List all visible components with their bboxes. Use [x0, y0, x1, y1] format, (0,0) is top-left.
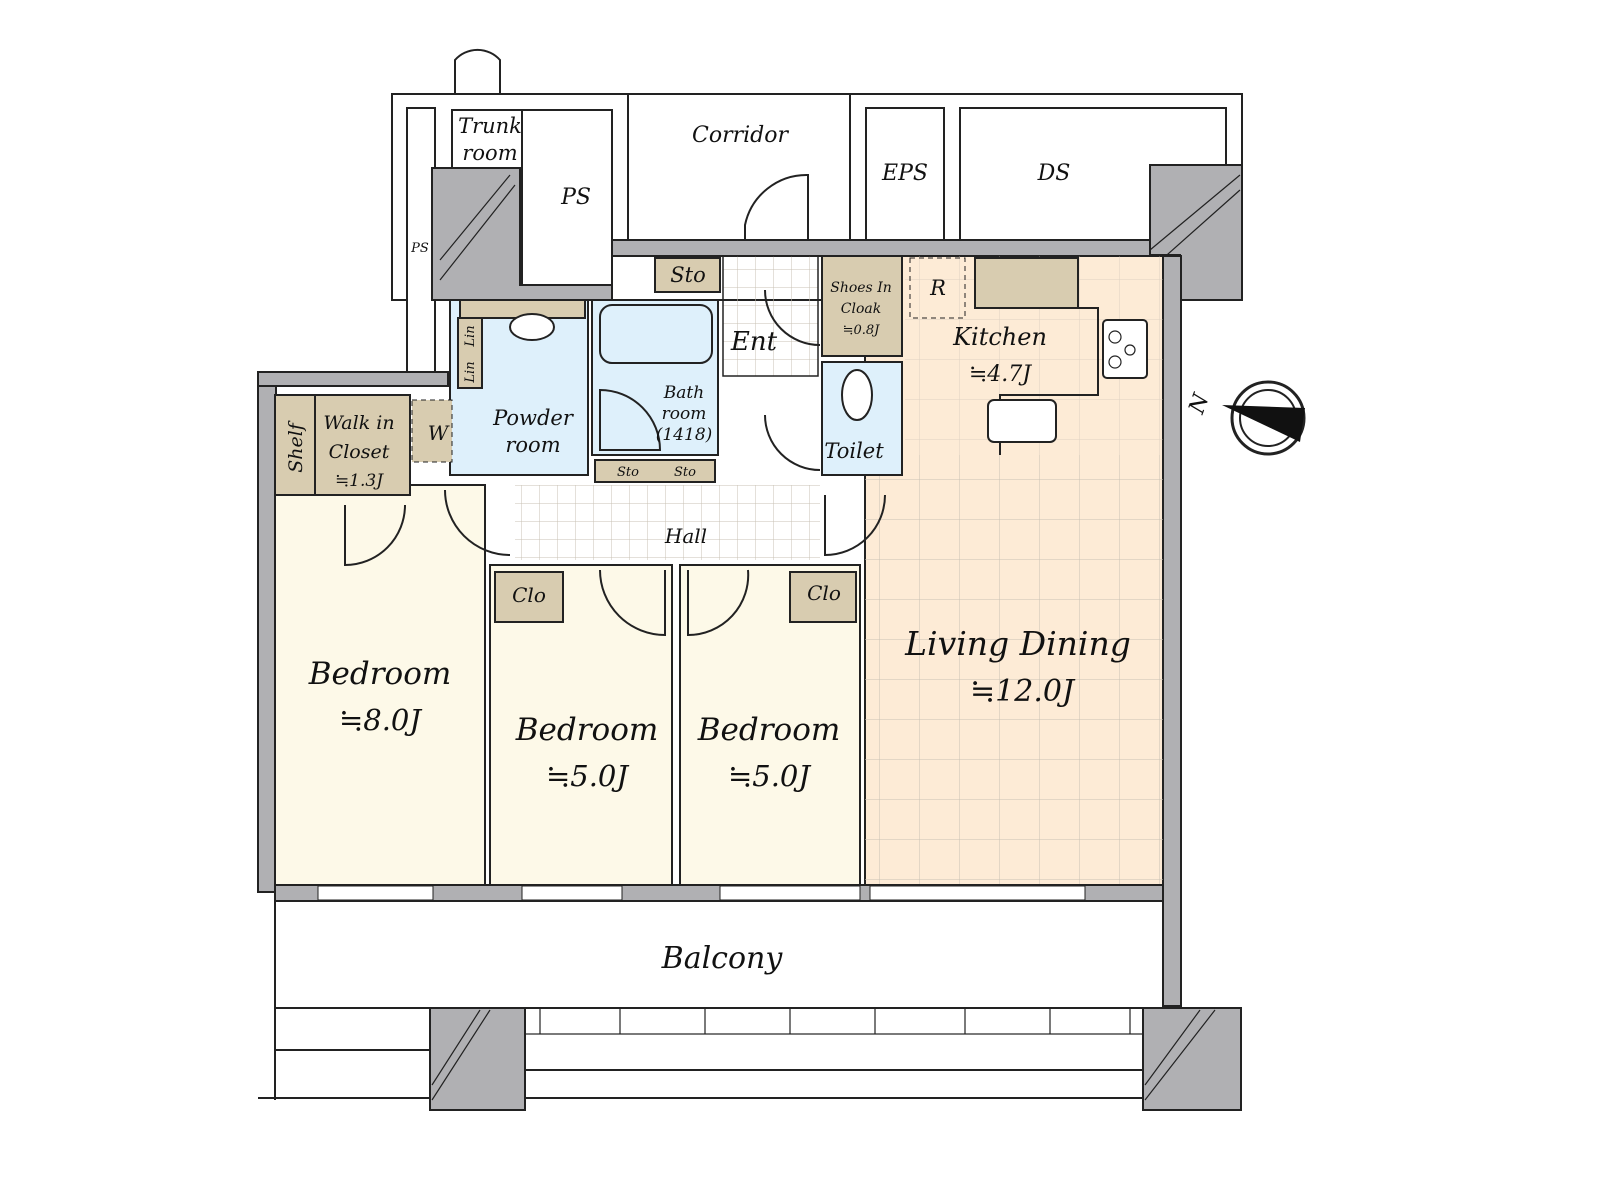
label-refrigerator: R [929, 276, 946, 300]
sink-icon [987, 399, 1057, 443]
toilet-icon [841, 369, 873, 421]
balcony [274, 900, 1164, 1009]
label-shelf: Shelf [285, 420, 307, 473]
compass-north-label: N [1184, 390, 1215, 418]
linen-shelves [457, 317, 483, 389]
balcony-column-right [1142, 1007, 1242, 1111]
label-kitchen: Kitchen [952, 323, 1047, 351]
refrigerator-space [909, 257, 966, 319]
entry-storage [654, 257, 721, 293]
label-bedroom-main-size: ≒8.0J [339, 703, 422, 737]
label-bedroom-3: Bedroom [697, 712, 841, 748]
label-linen-2: Lin [463, 361, 478, 383]
ps-shaft [521, 109, 613, 286]
label-walk-in-closet-2: Closet [329, 441, 390, 463]
eps [865, 107, 945, 241]
label-kitchen-size: ≒4.7J [969, 362, 1032, 387]
trunk-room-door [454, 48, 501, 94]
label-shoes-in-cloak-1: Shoes In [830, 280, 892, 296]
interior-doors [344, 289, 886, 637]
compass-icon: N [1184, 380, 1306, 456]
label-closet-1: Clo [512, 583, 546, 607]
label-bedroom-2: Bedroom [515, 712, 659, 748]
label-washer: W [428, 421, 450, 445]
wall-band [611, 239, 1153, 257]
label-bedroom-main: Bedroom [308, 656, 452, 692]
label-bedroom-3-size: ≒5.0J [728, 759, 811, 793]
hall-storage [594, 459, 716, 483]
label-ps: PS [560, 185, 591, 210]
kitchen-cabinet [974, 257, 1079, 309]
label-linen-1: Lin [463, 325, 478, 347]
upper-service-area [391, 48, 1243, 379]
label-hall: Hall [664, 524, 707, 548]
label-shoes-in-cloak-3: ≒0.8J [843, 323, 881, 338]
label-shoes-in-cloak-2: Cloak [841, 301, 881, 317]
closet-1 [494, 571, 564, 623]
label-sto-hall-1: Sto [617, 465, 639, 480]
label-bathroom-3: (1418) [656, 425, 713, 445]
label-eps: EPS [881, 161, 928, 186]
ld-floor-tiles [865, 455, 1163, 885]
label-bedroom-2-size: ≒5.0J [546, 759, 629, 793]
bedroom-main [274, 484, 486, 886]
front-door [744, 173, 809, 240]
label-living-dining: Living Dining [904, 624, 1131, 663]
corridor [627, 93, 851, 241]
right-exterior-wall [1162, 255, 1182, 1007]
left-exterior-wall [257, 371, 277, 893]
washer-space [411, 399, 453, 463]
shoes-in-cloak [821, 255, 903, 357]
walk-in-closet [274, 394, 411, 496]
washbasin-icon [509, 313, 555, 341]
label-sto-hall-2: Sto [674, 465, 696, 480]
label-powder-room-2: room [505, 433, 560, 457]
label-bathroom-2: room [662, 404, 707, 424]
label-walk-in-closet-1: Walk in [323, 412, 394, 434]
structural-column [431, 167, 613, 301]
balcony-column-left [429, 1007, 526, 1111]
label-toilet: Toilet [824, 439, 884, 463]
label-sto-entry: Sto [670, 263, 705, 287]
label-powder-room-1: Powder [492, 406, 575, 430]
upper-left-wall [257, 371, 449, 387]
label-closet-2: Clo [807, 581, 841, 605]
label-corridor: Corridor [692, 123, 789, 148]
hall-floor [515, 485, 820, 560]
label-balcony: Balcony [661, 941, 784, 976]
label-trunk-room-2: room [462, 141, 517, 165]
label-walk-in-closet-3: ≒1.3J [335, 471, 384, 491]
label-ps-small: PS [410, 241, 429, 256]
balcony-railing [524, 1007, 1144, 1035]
bathtub-icon [599, 304, 713, 364]
label-ds: DS [1037, 161, 1071, 186]
label-trunk-room-1: Trunk [458, 114, 522, 138]
label-entrance: Ent [730, 327, 778, 357]
label-living-dining-size: ≒12.0J [970, 674, 1076, 709]
closet-2 [789, 571, 857, 623]
label-bathroom-1: Bath [663, 383, 704, 403]
